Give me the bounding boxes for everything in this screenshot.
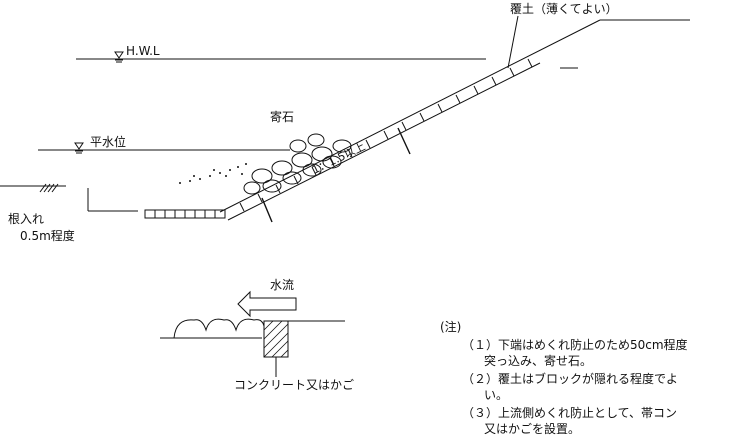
normal-water-level-label: 平水位 <box>90 135 127 149</box>
detail-drawing <box>160 290 345 377</box>
anchor-pins <box>261 127 411 223</box>
detail-blocks <box>173 318 265 339</box>
cover-soil-leader <box>507 15 519 69</box>
slope-block-ticks <box>239 58 533 212</box>
gravel-dots <box>179 163 247 184</box>
note-line: 突っ込み、寄せ石。 <box>484 354 593 368</box>
hwl-label: H.W.L <box>126 44 160 58</box>
note-line: （２）覆土はブロックが隠れる程度でよ <box>462 372 679 386</box>
water-level-triangle-icon <box>74 142 84 154</box>
yoseishi-label: 寄石 <box>270 110 295 124</box>
note-line: （１）下端はめくれ防止のため50cm程度 <box>462 338 688 352</box>
left-arrow-icon <box>237 290 297 318</box>
concrete-basket-label: コンクリート又はかご <box>234 378 355 392</box>
notes-header: (注) <box>440 320 462 334</box>
embedment-depth-label: 0.5m程度 <box>20 229 75 243</box>
slope-base-line <box>227 62 541 221</box>
note-line: 又はかごを設置。 <box>484 422 581 436</box>
cover-soil-label: 覆土（薄くてよい） <box>510 2 618 16</box>
note-line: い。 <box>484 388 509 402</box>
ground-hatching <box>39 183 59 193</box>
water-level-triangle-icon <box>114 51 124 63</box>
yoseishi-stones <box>243 133 352 195</box>
note-line: （３）上流側めくれ防止として、帯コン <box>462 406 678 420</box>
water-flow-label: 水流 <box>270 278 295 292</box>
embedment-label: 根入れ <box>8 212 45 226</box>
